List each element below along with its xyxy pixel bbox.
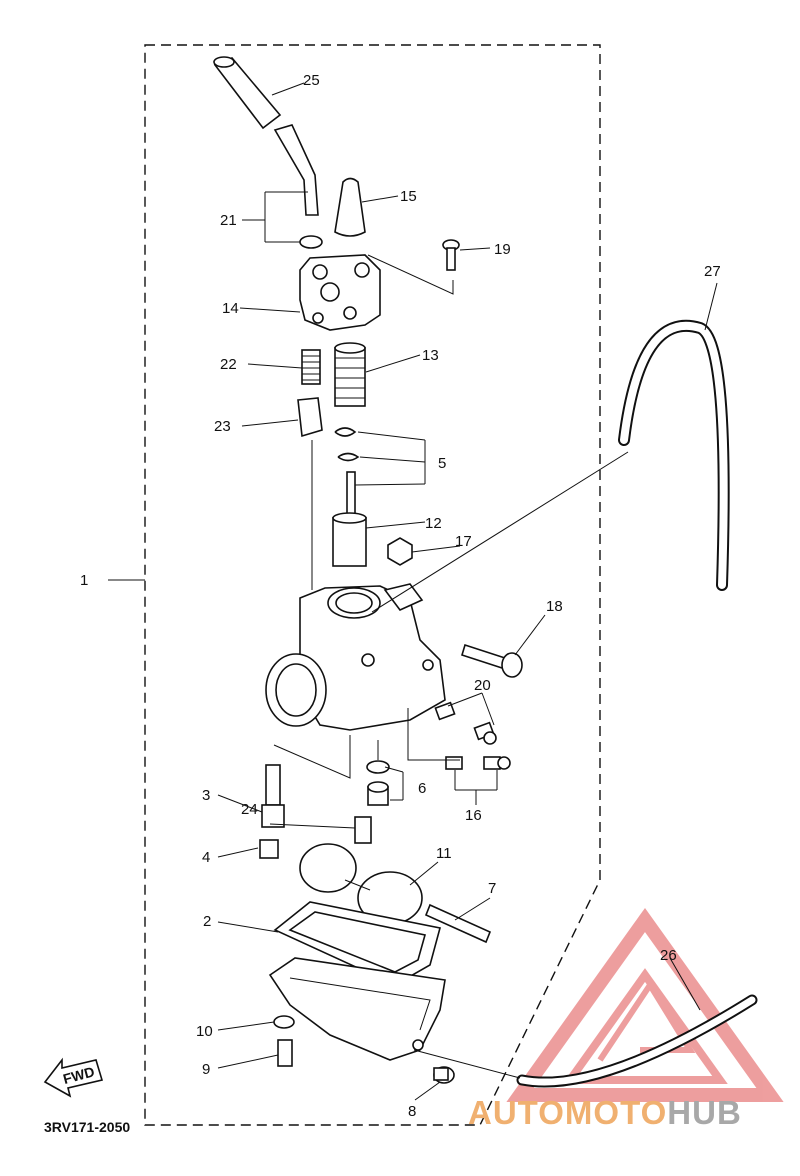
part-6-jet bbox=[366, 760, 390, 806]
part-labels: 1 2 3 4 5 6 7 8 9 10 11 12 13 14 15 16 1… bbox=[80, 72, 721, 1120]
label-part-8: 8 bbox=[408, 1103, 416, 1120]
part-20-pilot-screw bbox=[434, 701, 497, 745]
part-8-drain-screw bbox=[433, 1066, 455, 1084]
float-bowl bbox=[268, 957, 446, 1061]
reference-lines bbox=[273, 254, 629, 1079]
label-part-24: 24 bbox=[241, 801, 258, 818]
label-part-22: 22 bbox=[220, 356, 237, 373]
logo-triangle-inner bbox=[562, 968, 728, 1084]
label-part-5: 5 bbox=[438, 455, 446, 472]
part-9-screw bbox=[277, 1039, 293, 1067]
label-part-7: 7 bbox=[488, 880, 496, 897]
part-13-spring bbox=[334, 342, 366, 407]
part-21-elbow bbox=[273, 124, 323, 249]
part-24-pilot-jet bbox=[354, 816, 372, 844]
label-part-21: 21 bbox=[220, 212, 237, 229]
part-5-clips bbox=[334, 427, 360, 462]
label-part-27: 27 bbox=[704, 263, 721, 280]
brand-part-3: HUB bbox=[667, 1094, 742, 1131]
part-16-screws bbox=[445, 756, 511, 770]
part-12-throttle-valve bbox=[332, 471, 367, 567]
label-part-16: 16 bbox=[465, 807, 482, 824]
brand-part-1: AUTO bbox=[468, 1094, 565, 1131]
label-part-12: 12 bbox=[425, 515, 442, 532]
label-part-14: 14 bbox=[222, 300, 239, 317]
label-part-18: 18 bbox=[546, 598, 563, 615]
label-part-23: 23 bbox=[214, 418, 231, 435]
label-part-19: 19 bbox=[494, 241, 511, 258]
label-part-9: 9 bbox=[202, 1061, 210, 1078]
front-marker-label: FWD bbox=[61, 1063, 96, 1087]
part-21-washer bbox=[299, 235, 323, 249]
part-23-plunger bbox=[297, 397, 323, 438]
part-22-spring bbox=[301, 349, 321, 385]
label-part-3: 3 bbox=[202, 787, 210, 804]
part-7-float-pin bbox=[424, 903, 492, 944]
part-18-screw bbox=[461, 643, 523, 678]
part-1-carburetor-body bbox=[265, 583, 446, 731]
part-26-tube bbox=[518, 996, 756, 1086]
label-part-10: 10 bbox=[196, 1023, 213, 1040]
label-part-20: 20 bbox=[474, 677, 491, 694]
part-3-stop-screw bbox=[261, 764, 285, 828]
label-part-13: 13 bbox=[422, 347, 439, 364]
part-19-screw bbox=[442, 239, 460, 271]
part-25-hose bbox=[213, 56, 282, 130]
label-part-17: 17 bbox=[455, 533, 472, 550]
part-11-float bbox=[299, 843, 423, 925]
diagram-code: 3RV171-2050 bbox=[44, 1119, 130, 1135]
part-15-cap bbox=[334, 177, 366, 237]
watermark-brand: AUTOMOTOHUB bbox=[468, 1094, 742, 1131]
front-direction-marker: FWD bbox=[43, 1057, 104, 1098]
label-part-4: 4 bbox=[202, 849, 210, 866]
label-part-6: 6 bbox=[418, 780, 426, 797]
label-part-25: 25 bbox=[303, 72, 320, 89]
label-part-15: 15 bbox=[400, 188, 417, 205]
part-17-nut bbox=[387, 537, 413, 566]
part-10-washer bbox=[273, 1015, 295, 1029]
brand-part-2: MOTO bbox=[565, 1094, 667, 1131]
label-part-1: 1 bbox=[80, 572, 88, 589]
logo-triangle-outer bbox=[506, 907, 784, 1102]
leader-lines bbox=[108, 82, 718, 1101]
part-27-tube bbox=[620, 321, 728, 589]
label-part-11: 11 bbox=[436, 845, 452, 862]
label-part-2: 2 bbox=[203, 913, 211, 930]
part-14-top-plate bbox=[299, 254, 381, 331]
part-4-nut bbox=[259, 839, 279, 859]
assembly-boundary bbox=[144, 44, 601, 1126]
label-part-26: 26 bbox=[660, 947, 677, 964]
